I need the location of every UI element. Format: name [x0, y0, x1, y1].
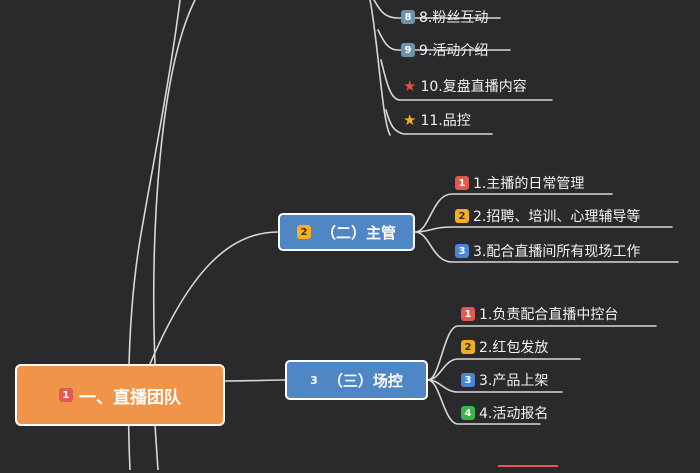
badge-2-icon: 2	[455, 209, 469, 223]
leaf-anchor-daily-management[interactable]: 1 1.主播的日常管理	[455, 173, 584, 193]
badge-1-icon: 1	[455, 176, 469, 190]
leaf-onsite-support[interactable]: 3 3.配合直播间所有现场工作	[455, 241, 640, 261]
leaf-label: 1.负责配合直播中控台	[479, 307, 619, 323]
topic-label: 10.复盘直播内容	[420, 79, 527, 95]
badge-1-icon: 1	[461, 307, 475, 321]
leaf-event-signup[interactable]: 4 4.活动报名	[461, 403, 548, 423]
badge-3-icon: 3	[461, 373, 475, 387]
leaf-label: 3.产品上架	[479, 373, 549, 389]
sub-node-supervisor[interactable]: 2 （二）主管	[278, 213, 415, 251]
topic-fan-interaction[interactable]: 8 8.粉丝互动	[401, 7, 488, 27]
badge-1-icon: 1	[59, 388, 73, 402]
sub-node-field-control[interactable]: 3 （三）场控	[285, 360, 428, 400]
root-node-live-team[interactable]: 1 一、直播团队	[15, 364, 225, 426]
topic-quality-control[interactable]: ★ 11.品控	[403, 110, 471, 130]
cutoff-node-fragment	[498, 465, 558, 473]
topic-live-review[interactable]: ★ 10.复盘直播内容	[403, 76, 527, 96]
red-star-icon: ★	[403, 76, 417, 95]
gold-star-icon: ★	[403, 110, 417, 129]
leaf-label: 2.招聘、培训、心理辅导等	[473, 209, 641, 225]
topic-event-intro[interactable]: 9 9.活动介绍	[401, 40, 488, 60]
badge-8-icon: 8	[401, 10, 415, 24]
topic-label: 8.粉丝互动	[419, 10, 489, 26]
badge-9-icon: 9	[401, 43, 415, 57]
leaf-label: 3.配合直播间所有现场工作	[473, 244, 641, 260]
sub-node-label: （二）主管	[320, 223, 396, 242]
badge-2-icon: 2	[461, 340, 475, 354]
leaf-product-listing[interactable]: 3 3.产品上架	[461, 370, 548, 390]
leaf-label: 2.红包发放	[479, 340, 549, 356]
leaf-red-packet[interactable]: 2 2.红包发放	[461, 337, 548, 357]
badge-4-icon: 4	[461, 406, 475, 420]
badge-3-icon: 3	[455, 244, 469, 258]
root-label: 一、直播团队	[79, 387, 181, 408]
leaf-control-console[interactable]: 1 1.负责配合直播中控台	[461, 304, 618, 324]
topic-label: 11.品控	[420, 113, 471, 129]
leaf-label: 1.主播的日常管理	[473, 176, 585, 192]
badge-2-icon: 2	[296, 225, 311, 239]
number-3-icon: 3	[310, 373, 318, 387]
leaf-label: 4.活动报名	[479, 406, 549, 422]
sub-node-label: （三）场控	[327, 371, 403, 390]
topic-label: 9.活动介绍	[419, 43, 489, 59]
leaf-recruit-training[interactable]: 2 2.招聘、培训、心理辅导等	[455, 206, 640, 226]
